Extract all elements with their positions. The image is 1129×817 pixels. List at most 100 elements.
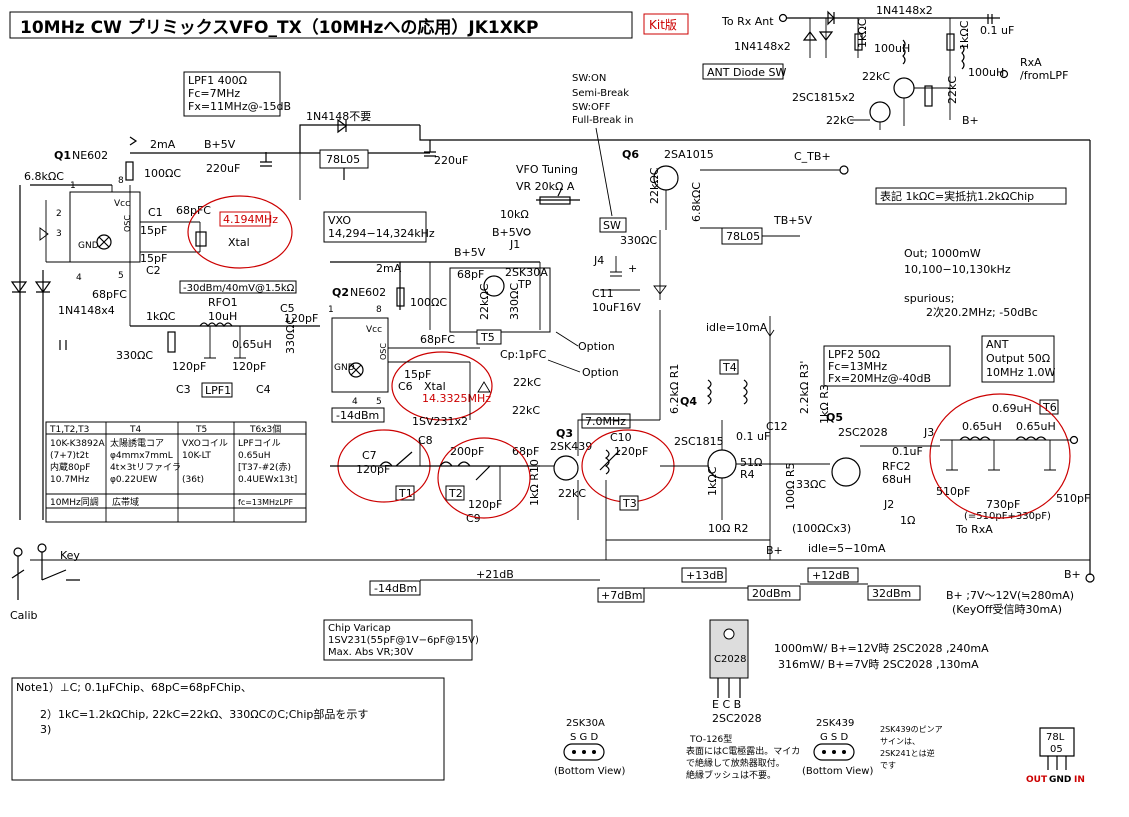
sw-c11v: 10uF16V [592,301,641,314]
vfo-r100: 100ΩC [410,296,447,309]
q2-vcc: Vcc [366,325,382,335]
q2-c6: C6 [398,380,413,393]
rfo1-c120c: 120pF [232,360,266,373]
bpf-c120a: 120pF [356,463,390,476]
q1-part: NE602 [72,149,108,162]
rfo1-lpf1: LPF1 [205,384,231,397]
bpf-c200: 200pF [450,445,484,458]
tbl-r2c3: 10K-LT [182,451,211,461]
lvl-g13: +13dB [686,569,724,582]
rfo1-c4: C4 [256,383,271,396]
pin-2sk439-n2: サインは、 [880,737,920,746]
sw-r330: 330ΩC [620,234,657,247]
vfo-r10k: 10kΩ [500,208,529,221]
q1-vcc: Vcc [114,199,130,209]
q2x-r330: 330ΩC [508,283,521,320]
lvl-p7: +7dBm [601,589,642,602]
r22k-a: 22kC [862,70,890,83]
q3-f7: 7.0MHz [585,415,626,428]
chip-varicap-l1: Chip Varicap [328,623,391,634]
tbl-r5c2: 広帯域 [112,496,139,508]
q5-c730: 730pF [986,498,1020,511]
c2028-n3: で絶縁して放熱器取付。 [686,757,785,769]
vfo-tuning: VFO Tuning [516,163,578,176]
tbl-r1c4: LPFコイル [238,439,281,449]
vxo-l2: 14,294−14,324kHz [328,227,435,240]
vfo-j1: J1 [509,238,520,251]
q2-freq: 14.3325MHz [422,392,491,405]
q6-name: Q6 [622,148,639,161]
reg-pin-in: IN [1074,775,1085,785]
vxo-l1: VXO [328,214,351,227]
power-note-l2: 316mW/ B+=7V時 2SC2028 ,130mA [778,658,979,671]
ctb-label: C_TB+ [794,150,831,163]
tbl-r4c3: (36t) [182,475,204,485]
q3-part: 2SK439 [550,440,592,453]
sw-j4: J4 [593,254,604,267]
c2028-label: C2028 [714,654,746,665]
rfo1-c5: C5 [280,302,295,315]
bpf-c9: C9 [466,512,481,525]
q5-bplus: B+ [766,544,783,557]
q1-osc-freq: 4.194MHz [223,213,278,226]
q3-r1k: 1kΩ R10 [528,459,541,506]
idle1: idle=10mA [706,321,768,334]
rx-ant-label: To Rx Ant [721,15,774,28]
q1-name: Q1 [54,149,71,162]
kit-label: Kit版 [649,18,677,32]
lvl-p7-box [597,587,645,603]
r1k-a: 1kΩC [856,18,869,48]
sw-box [599,217,627,233]
q2x-2sk30a: 2SK30A [505,266,548,279]
supply-b5v: B+5V [204,138,236,151]
lvl-m14-box [369,580,421,596]
diode-sw-box [702,63,784,80]
q2x-option1: Option [578,340,615,353]
q3-r62k: 6.2kΩ R1 [668,364,681,414]
notation: 表記 1kΩC=実抵抗1.2kΩChip [880,189,1034,203]
q2x-r22k: 22kΩC [478,283,491,320]
tbl-r1c3: VXOコイル [182,439,228,449]
reg-pinout-l2: 05 [1050,744,1063,755]
q6-reg: 78L05 [726,230,760,243]
power-note-l1: 1000mW/ B+=12V時 2SC2028 ,240mA [774,642,989,655]
chip-varicap-l2: 1SV231(55pF@1V−6pF@15V) [328,635,479,646]
out-l2: 10,100−10,130kHz [904,263,1011,276]
reg-pin-gnd: GND [1049,775,1071,785]
lvl-p20: 20dBm [752,587,791,600]
q2-pin1: 1 [328,305,334,315]
q2-c68: 68pFC [420,333,455,346]
q2-xtal: Xtal [424,380,446,393]
rfo1-c120a: 120pF [284,312,318,325]
q5-l069: 0.69uH [992,402,1032,415]
rfo1-ind: 10uH [208,310,237,323]
q1-osc: OSC [123,215,132,232]
rfo1-r1k: 1kΩC [146,310,176,323]
pin-2sk30a-view: (Bottom View) [554,766,625,777]
q2x-t5: T5 [480,331,495,344]
q3-t3: T3 [622,497,637,510]
tbl-r2c1: (7+7)t2t [50,451,89,461]
note-l2: 2）1kC=1.2kΩChip, 22kC=22kΩ、330ΩCのC;Chip部… [40,707,368,721]
ant-trs: 2SC1815x2 [792,91,855,104]
key-label: Key [60,549,80,562]
n1n4148-note: 1N4148不要 [306,110,371,123]
out-l4: 2次20.2MHz; -50dBc [926,305,1038,319]
q1-ic [69,191,141,263]
sw-plus: + [628,262,637,275]
q3-symbol [553,455,579,481]
sw-c11: C11 [592,287,614,300]
q4-t4: T4 [722,361,737,374]
q1-xtal-highlight [187,195,293,269]
pin-2sk30a-pins: S G D [570,732,598,743]
out-l1: Out; 1000mW [904,247,981,260]
supply-r100: 100ΩC [144,167,181,180]
bpf-c7: C7 [362,449,377,462]
ind-100uh-a: 100uH [874,42,910,55]
rfo1-r330: 330ΩC [116,349,153,362]
q6-tb5v: TB+5V [773,214,812,227]
vfo-vr: VR 20kΩ A [516,180,575,193]
vfo-b5v-b: B+5V [454,246,486,259]
q5-to-rxa: To RxA [955,523,993,536]
tbl-r5c1: 10MHz同調 [50,496,99,508]
